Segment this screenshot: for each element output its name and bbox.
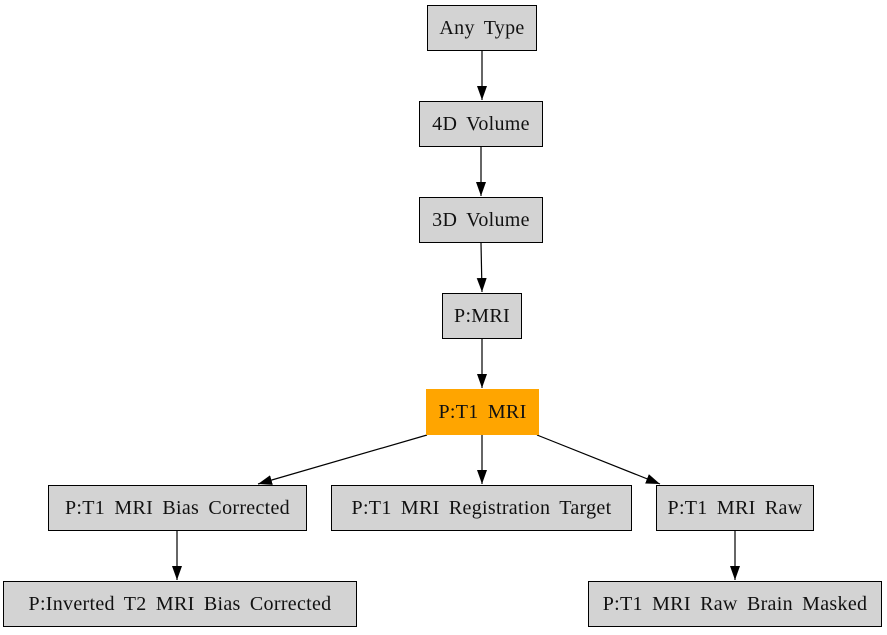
node-p-t1-mri-raw-brain-masked-label: P:T1 MRI Raw Brain Masked bbox=[602, 592, 868, 615]
node-p-t1-mri-highlighted: P:T1 MRI bbox=[426, 389, 539, 435]
node-p-t1-mri-raw-brain-masked: P:T1 MRI Raw Brain Masked bbox=[588, 581, 882, 627]
node-p-t1-mri-registration-target: P:T1 MRI Registration Target bbox=[331, 485, 632, 531]
node-p-t1-mri-bias-corrected: P:T1 MRI Bias Corrected bbox=[48, 485, 307, 531]
node-4d-volume: 4D Volume bbox=[419, 101, 543, 147]
edge-3dvolume-pmri bbox=[476, 242, 487, 293]
node-p-t1-mri-raw-label: P:T1 MRI Raw bbox=[667, 496, 803, 519]
edge-pt1mri-raw bbox=[536, 434, 661, 485]
node-3d-volume-label: 3D Volume bbox=[432, 208, 530, 231]
node-p-inverted-t2-mri-bias-corrected: P:Inverted T2 MRI Bias Corrected bbox=[3, 581, 357, 627]
node-p-t1-mri-bias-corrected-label: P:T1 MRI Bias Corrected bbox=[65, 496, 290, 519]
node-any-type-label: Any Type bbox=[439, 16, 525, 39]
node-p-t1-mri-raw: P:T1 MRI Raw bbox=[656, 485, 814, 531]
node-p-t1-mri-label: P:T1 MRI bbox=[438, 400, 527, 423]
node-p-inverted-t2-mri-bias-corrected-label: P:Inverted T2 MRI Bias Corrected bbox=[28, 592, 332, 615]
node-any-type: Any Type bbox=[427, 5, 537, 51]
node-p-mri: P:MRI bbox=[442, 293, 522, 339]
node-p-mri-label: P:MRI bbox=[454, 304, 510, 327]
node-4d-volume-label: 4D Volume bbox=[432, 112, 530, 135]
edge-pt1mri-biascorrected bbox=[257, 434, 428, 485]
node-3d-volume: 3D Volume bbox=[419, 197, 543, 243]
node-p-t1-mri-registration-target-label: P:T1 MRI Registration Target bbox=[351, 496, 612, 519]
